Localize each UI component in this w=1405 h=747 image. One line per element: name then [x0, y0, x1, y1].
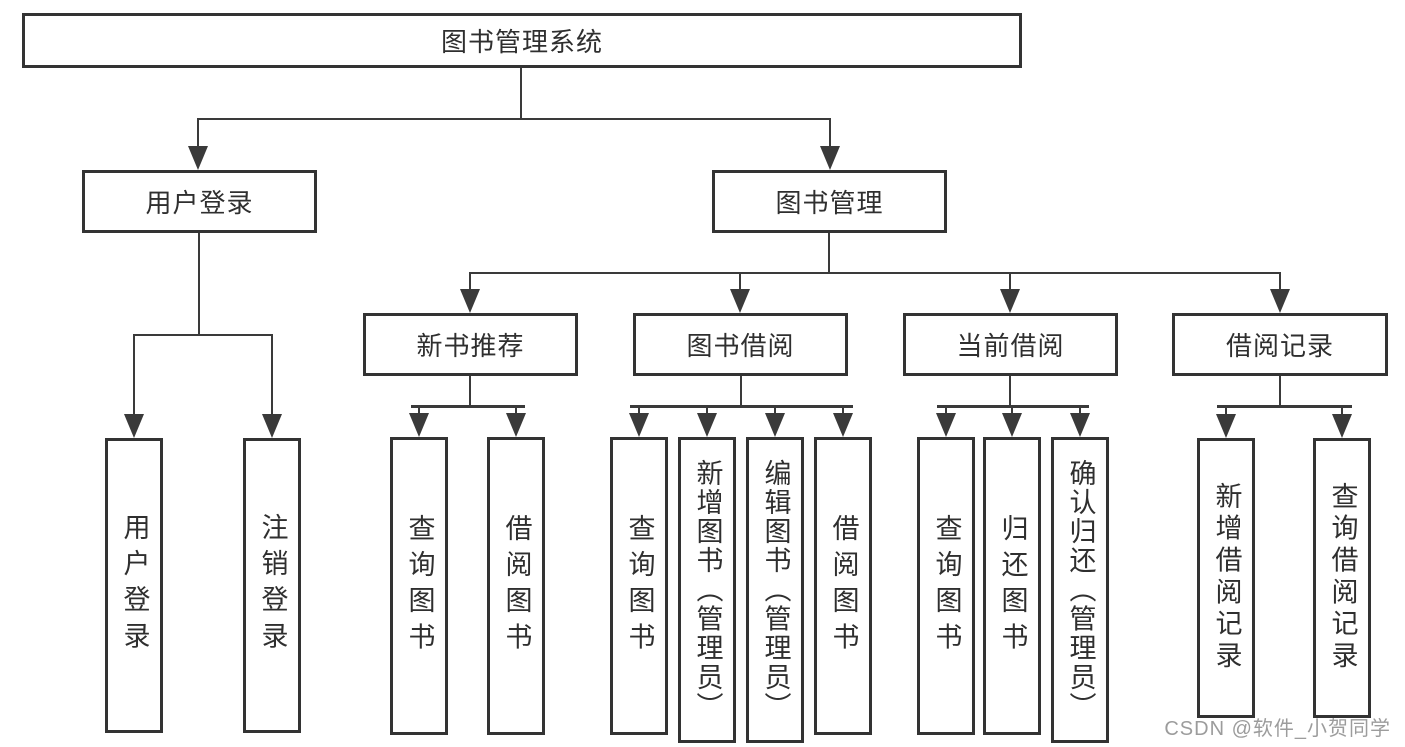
connector-group-bar	[1217, 405, 1352, 408]
connector-drop-user-login	[197, 118, 199, 150]
arrow-down-icon	[262, 414, 282, 438]
connector-drop-leaf	[1011, 405, 1013, 417]
leaf-label: 新增图书（管理员）	[692, 458, 723, 722]
arrow-down-icon	[506, 413, 526, 437]
connector-group-stem	[740, 376, 742, 407]
leaf-borrow-books-recommend: 借阅图书	[487, 437, 545, 735]
leaf-label: 借阅图书	[828, 513, 859, 659]
arrow-down-icon	[820, 146, 840, 170]
leaf-user-login: 用户登录	[105, 438, 163, 733]
leaf-label: 查询借阅记录	[1327, 482, 1358, 674]
node-user-login: 用户登录	[82, 170, 317, 233]
arrow-down-icon	[1332, 414, 1352, 438]
connector-level2-bar	[197, 118, 831, 120]
connector-drop-leaf	[271, 334, 273, 416]
node-current-borrow: 当前借阅	[903, 313, 1118, 376]
node-label: 当前借阅	[956, 331, 1065, 361]
connector-drop-leaf	[515, 405, 517, 417]
connector-user-login-stem	[198, 233, 200, 336]
connector-drop-leaf	[1225, 405, 1227, 417]
arrow-down-icon	[1216, 414, 1236, 438]
node-label: 图书管理系统	[440, 27, 603, 57]
arrow-down-icon	[1000, 289, 1020, 313]
leaf-confirm-return-admin: 确认归还（管理员）	[1051, 437, 1109, 743]
arrow-down-icon	[1002, 413, 1022, 437]
csdn-watermark: CSDN @软件_小贺同学	[1164, 718, 1391, 740]
connector-drop-book-management	[829, 118, 831, 150]
leaf-query-books-recommend: 查询图书	[390, 437, 448, 735]
leaf-query-books-borrow: 查询图书	[610, 437, 668, 735]
leaf-return-books: 归还图书	[983, 437, 1041, 735]
connector-drop-borrow-records	[1279, 272, 1281, 292]
node-label: 图书借阅	[686, 331, 795, 361]
connector-drop-leaf	[945, 405, 947, 417]
connector-group-bar	[630, 405, 853, 408]
arrow-down-icon	[124, 414, 144, 438]
leaf-borrow-books: 借阅图书	[814, 437, 872, 735]
arrow-down-icon	[629, 413, 649, 437]
connector-drop-leaf	[1079, 405, 1081, 417]
node-label: 用户登录	[145, 188, 254, 218]
arrow-down-icon	[460, 289, 480, 313]
arrow-down-icon	[697, 413, 717, 437]
leaf-label: 用户登录	[119, 513, 150, 658]
arrow-down-icon	[730, 289, 750, 313]
leaf-add-book-admin: 新增图书（管理员）	[678, 437, 736, 743]
node-library-management-system: 图书管理系统	[22, 13, 1022, 68]
arrow-down-icon	[833, 413, 853, 437]
leaf-label: 查询图书	[624, 513, 655, 659]
connector-drop-leaf	[133, 334, 135, 416]
leaf-label: 确认归还（管理员）	[1065, 458, 1096, 722]
arrow-down-icon	[1070, 413, 1090, 437]
connector-group-bar	[937, 405, 1089, 408]
connector-group-stem	[469, 376, 471, 407]
connector-drop-leaf	[1341, 405, 1343, 417]
node-book-borrow: 图书借阅	[633, 313, 848, 376]
connector-group-bar	[411, 405, 525, 408]
leaf-edit-book-admin: 编辑图书（管理员）	[746, 437, 804, 743]
node-borrow-records: 借阅记录	[1172, 313, 1388, 376]
arrow-down-icon	[936, 413, 956, 437]
connector-level3-bar	[469, 272, 1281, 274]
node-label: 图书管理	[775, 188, 884, 218]
arrow-down-icon	[1270, 289, 1290, 313]
leaf-add-borrow-record: 新增借阅记录	[1197, 438, 1255, 718]
node-new-book-recommend: 新书推荐	[363, 313, 578, 376]
node-book-management: 图书管理	[712, 170, 947, 233]
leaf-label: 归还图书	[997, 513, 1028, 659]
connector-drop-leaf	[774, 405, 776, 417]
connector-drop-leaf	[418, 405, 420, 417]
node-label: 新书推荐	[416, 331, 525, 361]
leaf-label: 编辑图书（管理员）	[760, 458, 791, 722]
connector-drop-book-borrow	[739, 272, 741, 292]
leaf-logout: 注销登录	[243, 438, 301, 733]
leaf-label: 新增借阅记录	[1211, 482, 1242, 674]
connector-drop-leaf	[706, 405, 708, 417]
connector-book-management-stem	[828, 233, 830, 274]
connector-root-stem	[520, 68, 522, 120]
leaf-label: 查询图书	[404, 513, 435, 659]
arrow-down-icon	[188, 146, 208, 170]
arrow-down-icon	[765, 413, 785, 437]
connector-group-stem	[1009, 376, 1011, 407]
leaf-query-borrow-record: 查询借阅记录	[1313, 438, 1371, 718]
connector-drop-leaf	[842, 405, 844, 417]
leaf-query-books-current: 查询图书	[917, 437, 975, 735]
arrow-down-icon	[409, 413, 429, 437]
leaf-label: 借阅图书	[501, 513, 532, 659]
node-label: 借阅记录	[1225, 331, 1334, 361]
leaf-label: 查询图书	[931, 513, 962, 659]
connector-drop-current-borrow	[1009, 272, 1011, 292]
connector-drop-new-book	[469, 272, 471, 292]
connector-drop-leaf	[638, 405, 640, 417]
connector-group-stem	[1279, 376, 1281, 407]
leaf-label: 注销登录	[257, 513, 288, 658]
connector-user-login-bar	[133, 334, 273, 336]
